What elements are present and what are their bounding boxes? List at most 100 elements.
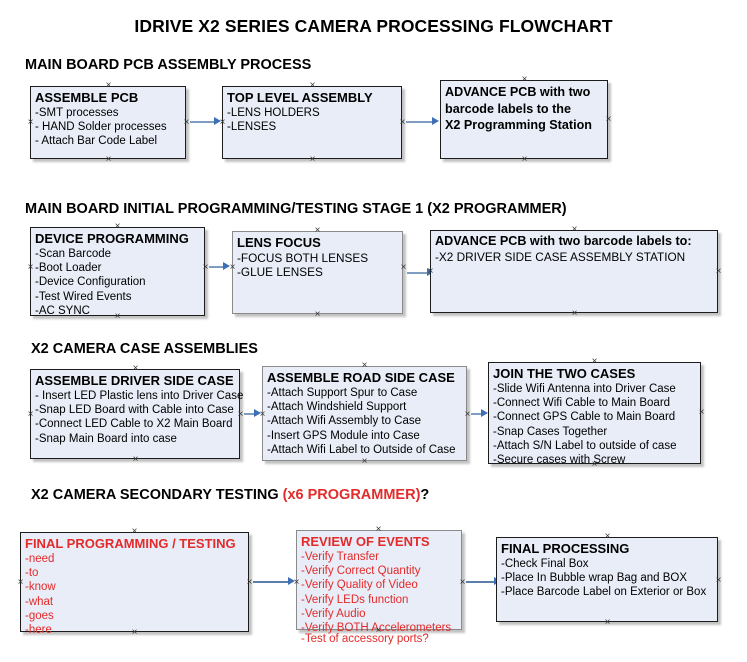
- connector-line: [253, 581, 290, 583]
- node-advance-pcb-driver-side-case[interactable]: ADVANCE PCB with two barcode labels to: …: [430, 230, 718, 313]
- connector-line: [190, 121, 216, 123]
- section-heading-main-board-pcb-assembly: MAIN BOARD PCB ASSEMBLY PROCESS: [25, 57, 312, 73]
- node-line: -X2 DRIVER SIDE CASE ASSEMBLY STATION: [435, 250, 686, 264]
- connector-point-icon: [374, 525, 383, 534]
- node-title: ADVANCE PCB with two barcode labels to:: [435, 234, 692, 248]
- connector-point-icon: [313, 310, 322, 319]
- node-line: -Verify Audio: [301, 607, 366, 620]
- node-line: -Attach Support Spur to Case: [267, 387, 418, 399]
- node-line: -what: [25, 595, 54, 608]
- node-title: TOP LEVEL ASSEMBLY: [227, 90, 373, 105]
- node-line: -to: [25, 567, 39, 580]
- node-title: ASSEMBLE DRIVER SIDE CASE: [35, 373, 234, 388]
- node-title: ASSEMBLE PCB: [35, 90, 139, 105]
- node-line: -goes: [25, 609, 54, 622]
- connector-point-icon: [399, 263, 408, 272]
- connector-point-icon: [26, 263, 35, 272]
- connector-point-icon: [520, 75, 529, 84]
- node-line: -FOCUS BOTH LENSES: [237, 251, 369, 265]
- node-line: -know: [25, 581, 56, 594]
- node-assemble-driver-side-case[interactable]: ASSEMBLE DRIVER SIDE CASE - Insert LED P…: [30, 369, 244, 459]
- connector-point-icon: [292, 578, 301, 587]
- connector-point-icon: [374, 626, 383, 635]
- node-title: FINAL PROGRAMMING / TESTING: [25, 536, 236, 551]
- connector-point-icon: [697, 408, 706, 417]
- connector-line: [466, 581, 496, 583]
- connector-point-icon: [308, 155, 317, 164]
- connector-point-icon: [308, 81, 317, 90]
- node-advance-pcb-programming-station[interactable]: ADVANCE PCB with two barcode labels to t…: [440, 80, 608, 159]
- node-title: REVIEW OF EVENTS: [301, 534, 430, 549]
- node-line: -Verify Quality of Video: [301, 579, 418, 592]
- connector-point-icon: [360, 361, 369, 370]
- node-line: -Check Final Box: [501, 558, 589, 570]
- node-line: -Device Configuration: [35, 276, 146, 289]
- node-line: -LENS HOLDERS: [227, 107, 320, 119]
- node-line: -Snap LED Board with Cable into Case: [35, 404, 234, 417]
- node-line: X2 Programming Station: [445, 118, 592, 132]
- connector-point-icon: [113, 222, 122, 231]
- section-heading-x2-camera-secondary-testing: X2 CAMERA SECONDARY TESTING (x6 PROGRAMM…: [31, 487, 429, 503]
- node-title: FINAL PROCESSING: [501, 541, 630, 556]
- connector-point-icon: [26, 118, 35, 127]
- connector-point-icon: [714, 576, 723, 585]
- connector-line: [407, 272, 429, 274]
- node-final-programming-testing[interactable]: FINAL PROGRAMMING / TESTING -need -to -k…: [20, 532, 249, 636]
- connector-point-icon: [131, 455, 140, 464]
- node-line: -Scan Barcode: [35, 248, 112, 260]
- node-overflow-line: -Test of accessory ports?: [301, 633, 429, 645]
- connector-point-icon: [714, 267, 723, 276]
- section-heading-x2-camera-case-assemblies: X2 CAMERA CASE ASSEMBLIES: [31, 341, 258, 357]
- connector-point-icon: [104, 81, 113, 90]
- node-line: - HAND Solder processes: [35, 121, 167, 134]
- connector-point-icon: [360, 457, 369, 466]
- connector-point-icon: [113, 312, 122, 321]
- node-line: -Verify Correct Quantity: [301, 565, 421, 578]
- node-line: -Place Barcode Label on Exterior or Box: [501, 586, 707, 599]
- section-heading-tail: ?: [420, 487, 430, 503]
- node-line: -need: [25, 553, 55, 565]
- node-line: -Place In Bubble wrap Bag and BOX: [501, 572, 688, 585]
- connector-point-icon: [130, 527, 139, 536]
- node-line: -Test Wired Events: [35, 290, 132, 303]
- node-line: barcode labels to the: [445, 102, 571, 116]
- node-line: -Verify Transfer: [301, 551, 379, 563]
- connector-point-icon: [570, 225, 579, 234]
- connector-point-icon: [104, 155, 113, 164]
- section-heading-text: X2 CAMERA SECONDARY TESTING: [31, 487, 283, 503]
- page-title: IDRIVE X2 SERIES CAMERA PROCESSING FLOWC…: [134, 16, 613, 36]
- connector-point-icon: [258, 410, 267, 419]
- node-line: -Attach S/N Label to outside of case: [493, 439, 677, 452]
- node-lens-focus[interactable]: LENS FOCUS -FOCUS BOTH LENSES -GLUE LENS…: [232, 231, 403, 314]
- node-line: -GLUE LENSES: [237, 265, 323, 280]
- node-join-the-two-cases[interactable]: JOIN THE TWO CASES -Slide Wifi Antenna i…: [488, 362, 701, 466]
- connector-line: [209, 266, 225, 268]
- connector-point-icon: [590, 460, 599, 469]
- node-assemble-pcb[interactable]: ASSEMBLE PCB -SMT processes - HAND Solde…: [30, 86, 186, 159]
- node-line: -Connect GPS Cable to Main Board: [493, 411, 676, 424]
- node-line: -Snap Cases Together: [493, 425, 608, 438]
- arrow-head-icon: [432, 117, 439, 125]
- node-line: - Insert LED Plastic lens into Driver Ca…: [35, 390, 244, 402]
- node-line: -AC SYNC: [35, 304, 90, 317]
- connector-point-icon: [426, 267, 435, 276]
- node-review-of-events[interactable]: REVIEW OF EVENTS -Verify Transfer -Verif…: [296, 530, 462, 645]
- connector-point-icon: [130, 628, 139, 637]
- node-line: -SMT processes: [35, 107, 119, 119]
- node-top-level-assembly[interactable]: TOP LEVEL ASSEMBLY -LENS HOLDERS -LENSES: [222, 86, 402, 159]
- node-title: JOIN THE TWO CASES: [493, 366, 636, 381]
- node-final-processing[interactable]: FINAL PROCESSING -Check Final Box -Place…: [496, 537, 718, 622]
- node-line: -Attach Windshield Support: [267, 401, 407, 414]
- connector-point-icon: [16, 578, 25, 587]
- node-assemble-road-side-case[interactable]: ASSEMBLE ROAD SIDE CASE -Attach Support …: [262, 366, 467, 461]
- node-device-programming[interactable]: DEVICE PROGRAMMING -Scan Barcode -Boot L…: [30, 227, 205, 317]
- node-line: - Attach Bar Code Label: [35, 135, 158, 148]
- connector-point-icon: [228, 263, 237, 272]
- connector-point-icon: [603, 618, 612, 627]
- node-line: -Attach Wifi Assembly to Case: [267, 415, 422, 428]
- connector-point-icon: [570, 309, 579, 318]
- node-line: -Snap Main Board into case: [35, 432, 177, 445]
- connector-point-icon: [590, 357, 599, 366]
- connector-line: [406, 121, 434, 123]
- connector-point-icon: [603, 532, 612, 541]
